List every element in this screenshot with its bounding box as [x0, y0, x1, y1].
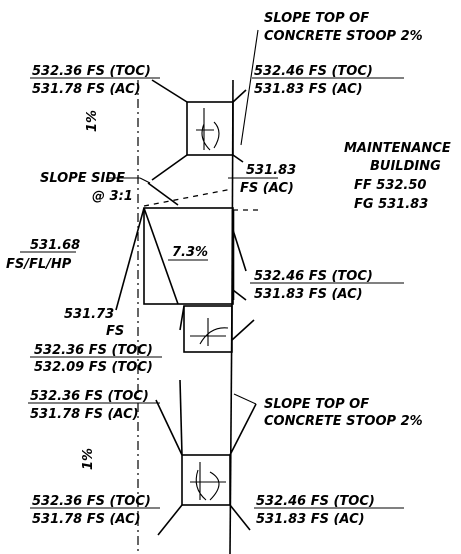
bottom-left-toc-elev: 532.36 FS (TOC) — [32, 494, 151, 509]
mid-elev-desc: FS (AC) — [240, 181, 294, 196]
building-finish-floor: FF 532.50 — [354, 178, 426, 193]
mid-left-toc-elev: 532.36 FS (TOC) — [34, 343, 153, 358]
upper-right-toc-elev: 532.46 FS (TOC) — [254, 64, 373, 79]
lower-stoop-slope-line1: SLOPE TOP OF — [264, 397, 369, 412]
ramp-slope-percent: 7.3% — [172, 245, 208, 260]
lower-slope-percent: 1% — [81, 448, 96, 470]
mid-right-ac-elev: 531.83 FS (AC) — [254, 287, 363, 302]
low-point-elev: 531.73 — [64, 307, 114, 322]
ramp-high-point-desc: FS/FL/HP — [6, 257, 72, 272]
upper-stoop-slope-line2: CONCRETE STOOP 2% — [264, 29, 423, 44]
slope-side-dashed-lines — [143, 182, 262, 211]
ramp-outline — [115, 207, 247, 311]
bottom-left-ac-elev: 531.78 FS (AC) — [32, 512, 141, 527]
lower-stoop — [155, 379, 257, 536]
building-name-line2: BUILDING — [370, 159, 441, 174]
lower-left-toc-elev: 532.36 FS (TOC) — [30, 389, 149, 404]
bottom-right-toc-elev: 532.46 FS (TOC) — [256, 494, 375, 509]
building-name-line1: MAINTENANCE — [344, 141, 451, 156]
upper-slope-percent: 1% — [85, 110, 100, 132]
bottom-right-ac-elev: 531.83 FS (AC) — [256, 512, 365, 527]
middle-stoop — [179, 305, 255, 353]
upper-right-ac-elev: 531.83 FS (AC) — [254, 82, 363, 97]
building-finish-grade: FG 531.83 — [354, 197, 428, 212]
upper-left-ac-elev: 531.78 FS (AC) — [32, 82, 141, 97]
lower-stoop-slope-line2: CONCRETE STOOP 2% — [264, 414, 423, 429]
upper-left-toc-elev: 532.36 FS (TOC) — [32, 64, 151, 79]
leader-lines — [106, 29, 259, 405]
ramp-high-point-elev: 531.68 — [30, 238, 80, 253]
mid-elev-value: 531.83 — [246, 163, 296, 178]
mid-left-toc2-elev: 532.09 FS (TOC) — [34, 360, 153, 375]
slope-side-label-line1: SLOPE SIDE — [40, 171, 125, 186]
label-underlines — [20, 77, 404, 509]
upper-stoop-slope-line1: SLOPE TOP OF — [264, 11, 369, 26]
mid-right-toc-elev: 532.46 FS (TOC) — [254, 269, 373, 284]
upper-stoop — [151, 79, 247, 181]
slope-side-label-line2: @ 3:1 — [92, 189, 133, 204]
lower-left-ac-elev: 531.78 FS (AC) — [30, 407, 139, 422]
low-point-desc: FS — [106, 324, 124, 339]
